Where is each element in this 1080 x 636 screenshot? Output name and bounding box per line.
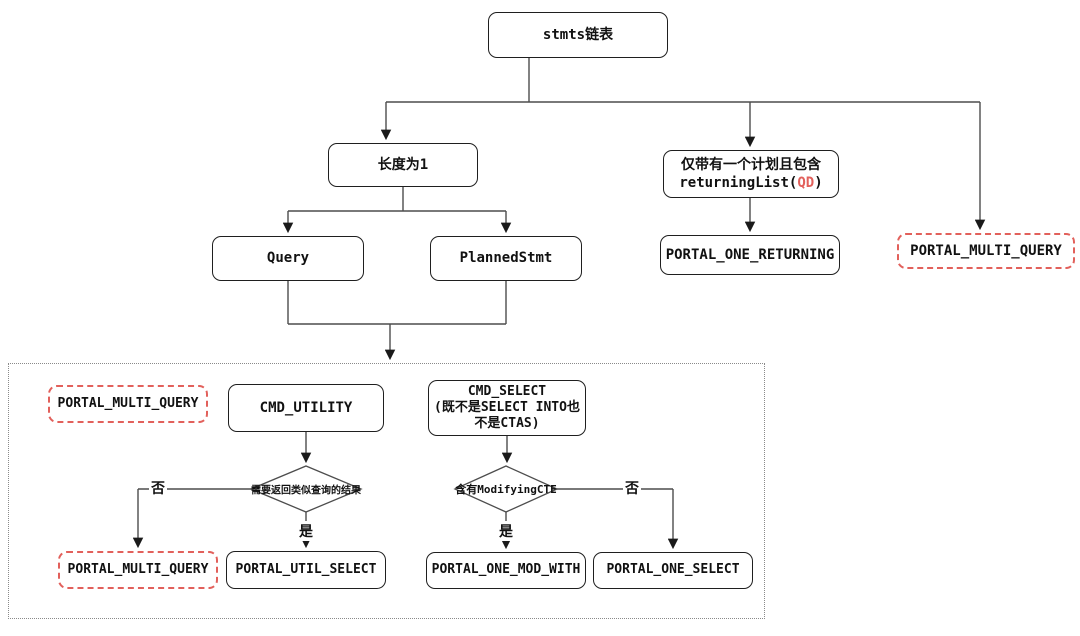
node-portal-one-mod-with: PORTAL_ONE_MOD_WITH <box>426 552 586 589</box>
edge-label-cte-no: 否 <box>623 478 641 498</box>
node-portal-multi-query-top-label: PORTAL_MULTI_QUERY <box>910 242 1062 259</box>
node-portal-one-mod-with-label: PORTAL_ONE_MOD_WITH <box>431 562 581 578</box>
node-cmd-utility-label: CMD_UTILITY <box>259 399 353 416</box>
node-query: Query <box>212 236 364 281</box>
node-portal-multi-query-top: PORTAL_MULTI_QUERY <box>897 233 1075 269</box>
edge-segments <box>138 58 980 490</box>
node-portal-util-select-label: PORTAL_UTIL_SELECT <box>235 561 377 577</box>
returning-cond-line1: 仅带有一个计划且包含 <box>681 156 821 173</box>
decision-diamond-modifying-cte <box>453 465 559 513</box>
node-portal-util-select: PORTAL_UTIL_SELECT <box>226 551 386 589</box>
node-portal-one-returning: PORTAL_ONE_RETURNING <box>660 235 840 275</box>
qd-highlight: QD <box>797 175 815 191</box>
node-portal-multi-query-left: PORTAL_MULTI_QUERY <box>48 385 208 423</box>
node-portal-one-select: PORTAL_ONE_SELECT <box>593 552 753 589</box>
node-length-is-1-label: 长度为1 <box>377 156 429 173</box>
edge-arrows <box>132 102 986 550</box>
node-portal-one-returning-label: PORTAL_ONE_RETURNING <box>665 246 835 263</box>
decision-diamond-need-return <box>249 465 363 513</box>
edge-label-utility-no: 否 <box>149 478 167 498</box>
decision-need-return-label: 需要返回类似查询的结果 <box>251 485 361 497</box>
cmd-select-line1: CMD_SELECT <box>467 383 547 399</box>
node-stmts-list-label: stmts链表 <box>542 26 614 43</box>
node-query-label: Query <box>266 250 310 267</box>
node-stmts-list: stmts链表 <box>488 12 668 58</box>
node-portal-multi-query-bottom-label: PORTAL_MULTI_QUERY <box>67 561 209 577</box>
node-portal-multi-query-bottom: PORTAL_MULTI_QUERY <box>58 551 218 589</box>
node-planned-stmt: PlannedStmt <box>430 236 582 281</box>
edge-label-cte-yes: 是 <box>497 521 515 541</box>
group-dotted-container <box>8 363 765 619</box>
node-portal-one-select-label: PORTAL_ONE_SELECT <box>606 562 740 578</box>
edge-label-utility-yes: 是 <box>297 521 315 541</box>
decision-modifying-cte-label: 含有ModifyingCTE <box>455 483 557 496</box>
node-cmd-utility: CMD_UTILITY <box>228 384 384 432</box>
cmd-select-line3: 不是CTAS) <box>474 416 540 432</box>
node-planned-stmt-label: PlannedStmt <box>459 250 553 267</box>
node-portal-multi-query-left-label: PORTAL_MULTI_QUERY <box>57 395 199 411</box>
node-cmd-select: CMD_SELECT (既不是SELECT INTO也 不是CTAS) <box>428 380 586 436</box>
node-one-plan-with-returning: 仅带有一个计划且包含 returningList(QD) <box>663 150 839 198</box>
cmd-select-line2: (既不是SELECT INTO也 <box>434 399 580 415</box>
returning-cond-line2: returningList(QD) <box>679 175 823 191</box>
node-length-is-1: 长度为1 <box>328 143 478 187</box>
